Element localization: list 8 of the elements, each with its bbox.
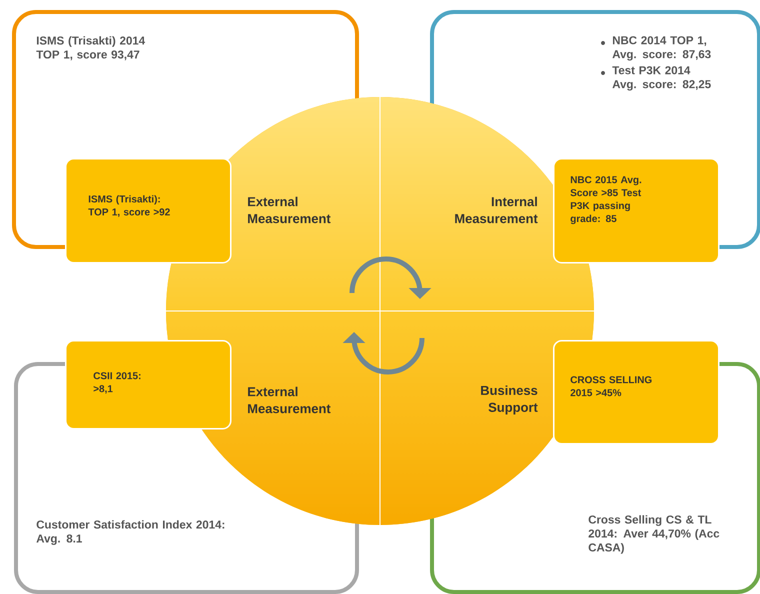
target-box: ISMS (Trisakti): TOP 1, score >92 <box>65 158 232 264</box>
target-box: NBC 2015 Avg. Score >85 Test P3K passing grade: 85 <box>553 158 720 264</box>
target-box: CROSS SELLING 2015 >45% <box>553 340 720 444</box>
quadrant: External Measurement <box>248 386 331 414</box>
quadrant: Business Support <box>481 385 538 414</box>
quadrant: External Measurement <box>248 196 331 224</box>
quadrant: Internal Measurement <box>455 196 538 224</box>
target-box: CSII 2015: >8,1 <box>65 340 232 430</box>
